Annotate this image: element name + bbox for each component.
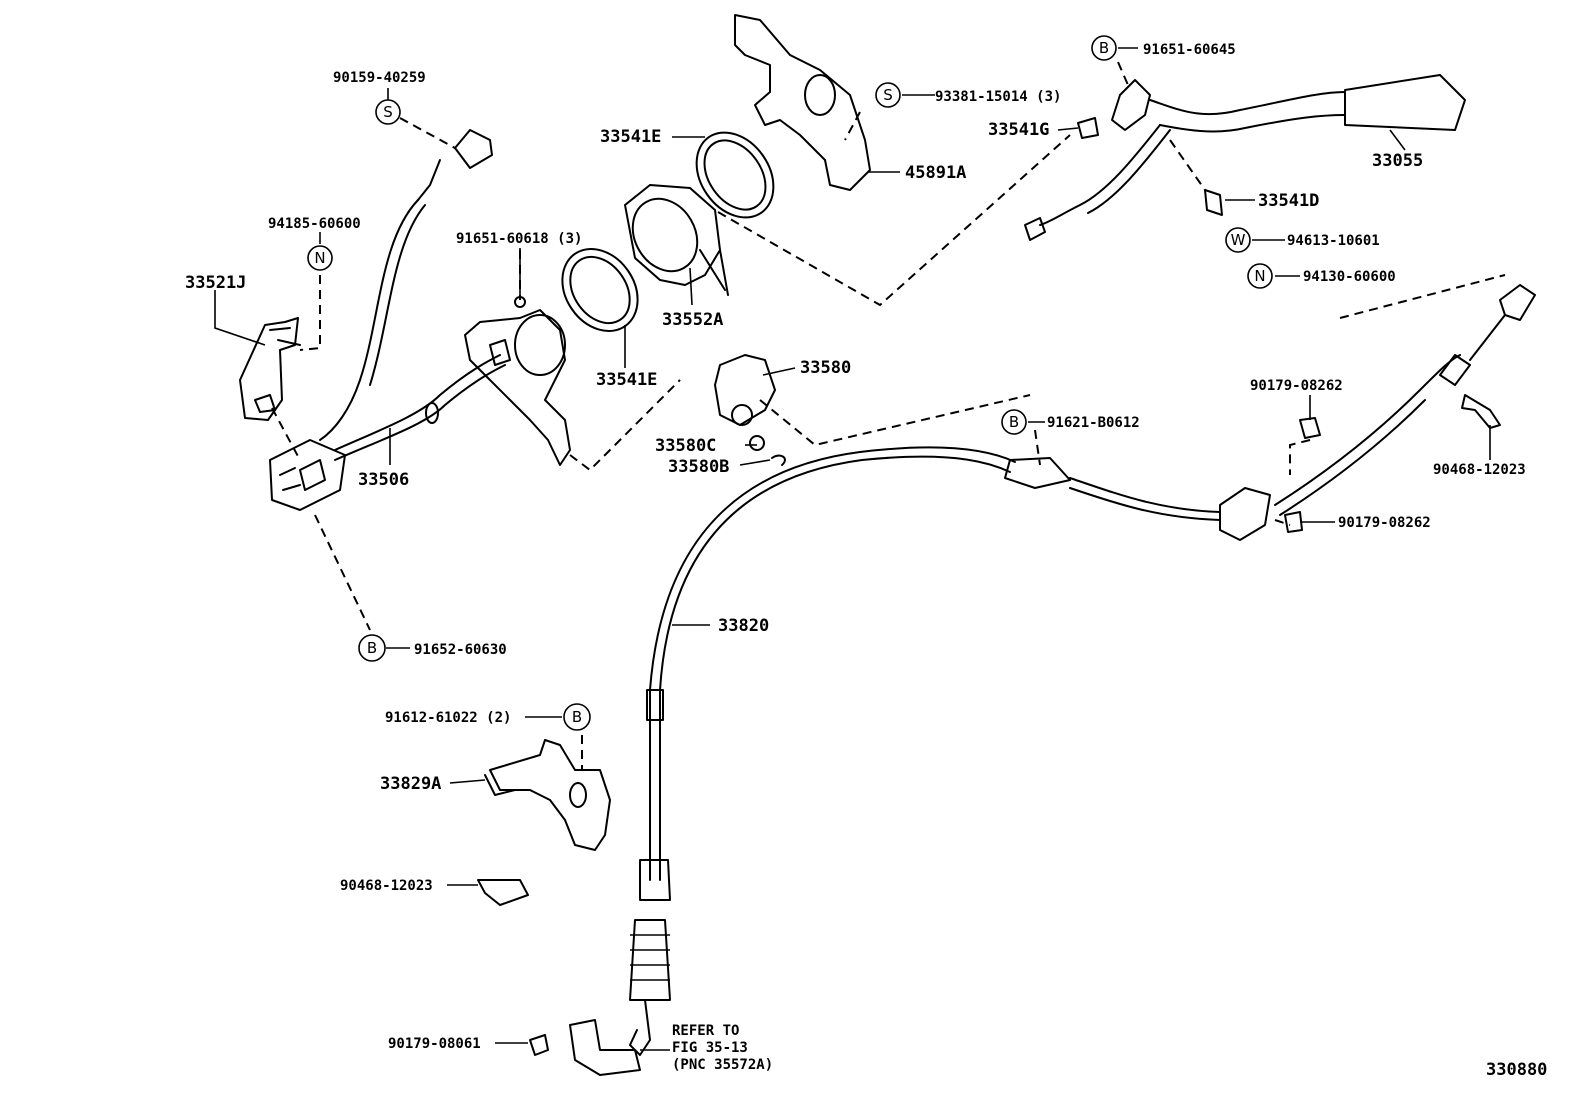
marker-w-94613: W <box>1225 227 1251 253</box>
label-90179-08061: 90179-08061 <box>388 1036 481 1052</box>
housing-33552A <box>624 184 729 296</box>
label-33580c: 33580C <box>655 436 716 456</box>
label-33829a: 33829A <box>380 774 441 794</box>
marker-b-91651: B <box>1091 35 1117 61</box>
shift-lever-body <box>464 296 571 466</box>
label-94613-10601: 94613-10601 <box>1287 233 1380 249</box>
svg-text:S: S <box>883 86 893 104</box>
label-33541e-top: 33541E <box>600 127 661 147</box>
leader-lines <box>214 47 1491 1051</box>
svg-text:B: B <box>367 639 377 657</box>
marker-b-91612: B <box>563 703 591 731</box>
label-33541d: 33541D <box>1258 191 1319 211</box>
svg-text:W: W <box>1231 231 1246 249</box>
refer-note-line1: REFER TO <box>672 1023 739 1039</box>
svg-text:B: B <box>1099 39 1109 57</box>
marker-s-90159: S <box>375 99 401 125</box>
marker-b-91621: B <box>1001 409 1027 435</box>
label-94130-60600: 94130-60600 <box>1303 269 1396 285</box>
svg-text:B: B <box>1009 413 1019 431</box>
label-33820: 33820 <box>718 616 769 636</box>
refer-note-line2: FIG 35-13 <box>672 1040 748 1056</box>
marker-n-94185: N <box>307 245 333 271</box>
shift-knob-lever-33055 <box>1024 74 1466 241</box>
label-90179-08262-mid: 90179-08262 <box>1338 515 1431 531</box>
bracket-33521J <box>239 317 301 421</box>
label-90159-40259: 90159-40259 <box>333 70 426 86</box>
label-33580b: 33580B <box>668 457 729 477</box>
figure-number: 330880 <box>1486 1060 1547 1080</box>
plate-45891A <box>734 14 871 191</box>
svg-text:S: S <box>383 103 393 121</box>
dashed-lines <box>271 61 1506 770</box>
label-91651-60618: 91651-60618 (3) <box>456 231 582 247</box>
label-90468-12023-left: 90468-12023 <box>340 878 433 894</box>
label-91651-60645: 91651-60645 <box>1143 42 1236 58</box>
label-33552a: 33552A <box>662 310 723 330</box>
bracket-33829A <box>484 739 611 851</box>
svg-text:N: N <box>314 249 325 267</box>
shift-cable-33506 <box>319 129 506 461</box>
small-parts <box>714 117 1223 466</box>
label-33521j: 33521J <box>185 273 246 293</box>
svg-text:B: B <box>572 708 582 726</box>
marker-b-91652: B <box>358 634 386 662</box>
label-91652-60630: 91652-60630 <box>414 642 507 658</box>
svg-text:N: N <box>1254 267 1265 285</box>
label-93381-15014: 93381-15014 (3) <box>935 89 1061 105</box>
label-33580: 33580 <box>800 358 851 378</box>
label-90468-12023-right: 90468-12023 <box>1433 462 1526 478</box>
refer-note-line3: (PNC 35572A) <box>672 1057 773 1073</box>
label-94185-60600: 94185-60600 <box>268 216 361 232</box>
label-33506: 33506 <box>358 470 409 490</box>
label-33541e-low: 33541E <box>596 370 657 390</box>
cable-33820 <box>629 284 1536 1056</box>
part-labels: 90159-40259 94185-60600 33521J 91651-606… <box>185 42 1547 1080</box>
marker-n-94130: N <box>1247 263 1273 289</box>
label-33055: 33055 <box>1372 151 1423 171</box>
marker-s-93381: S <box>875 82 901 108</box>
label-33541g: 33541G <box>988 120 1049 140</box>
label-90179-08262-top: 90179-08262 <box>1250 378 1343 394</box>
label-45891a: 45891A <box>905 163 966 183</box>
cable-end-block <box>269 439 346 511</box>
label-91621-b0612: 91621-B0612 <box>1047 415 1140 431</box>
label-91612-61022: 91612-61022 (2) <box>385 710 511 726</box>
